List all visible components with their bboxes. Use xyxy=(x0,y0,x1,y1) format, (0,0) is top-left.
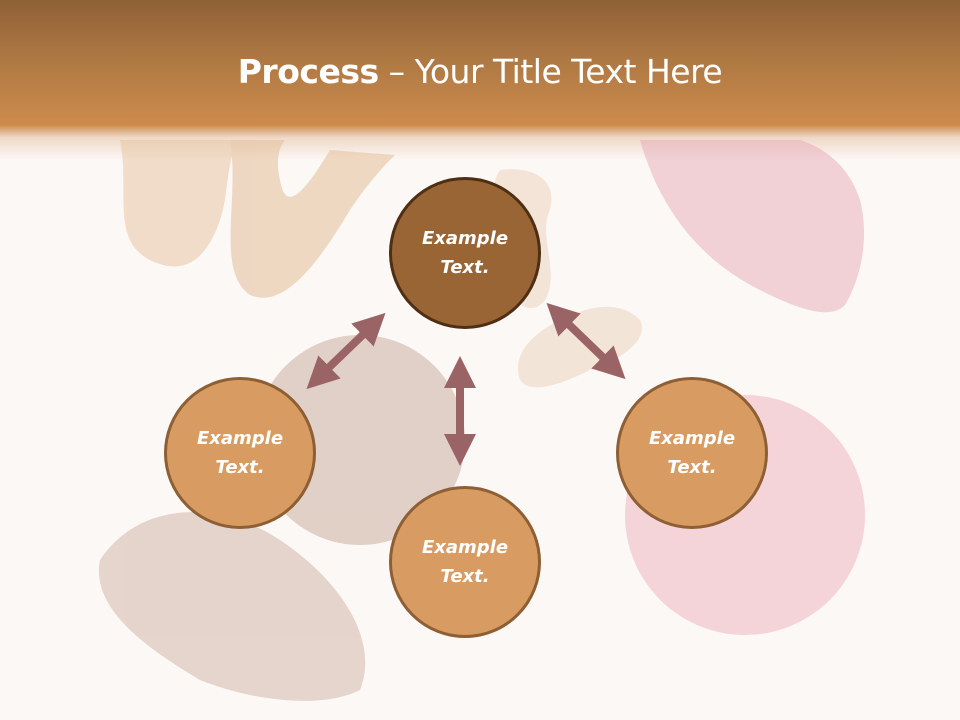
node-label: Example Text. xyxy=(648,428,736,478)
foundation-swatch-image xyxy=(120,140,395,298)
process-node-top[interactable]: Example Text. xyxy=(389,177,541,329)
arrow-top-left xyxy=(306,312,386,390)
title-rest: Your Title Text Here xyxy=(414,52,723,91)
process-node-left[interactable]: Example Text. xyxy=(164,377,316,529)
lipstick-swatch-image xyxy=(640,140,865,313)
arrow-top-right xyxy=(546,302,626,380)
title-separator: – xyxy=(378,52,415,91)
title-bold: Process xyxy=(237,52,379,91)
title-banner xyxy=(0,0,960,160)
node-label: Example Text. xyxy=(196,428,284,478)
process-node-bottom[interactable]: Example Text. xyxy=(389,486,541,638)
process-node-right[interactable]: Example Text. xyxy=(616,377,768,529)
bronzer-powder-image xyxy=(98,335,465,701)
node-label: Example Text. xyxy=(421,228,509,278)
node-label: Example Text. xyxy=(421,537,509,587)
page-title: Process – Your Title Text Here xyxy=(0,52,960,91)
